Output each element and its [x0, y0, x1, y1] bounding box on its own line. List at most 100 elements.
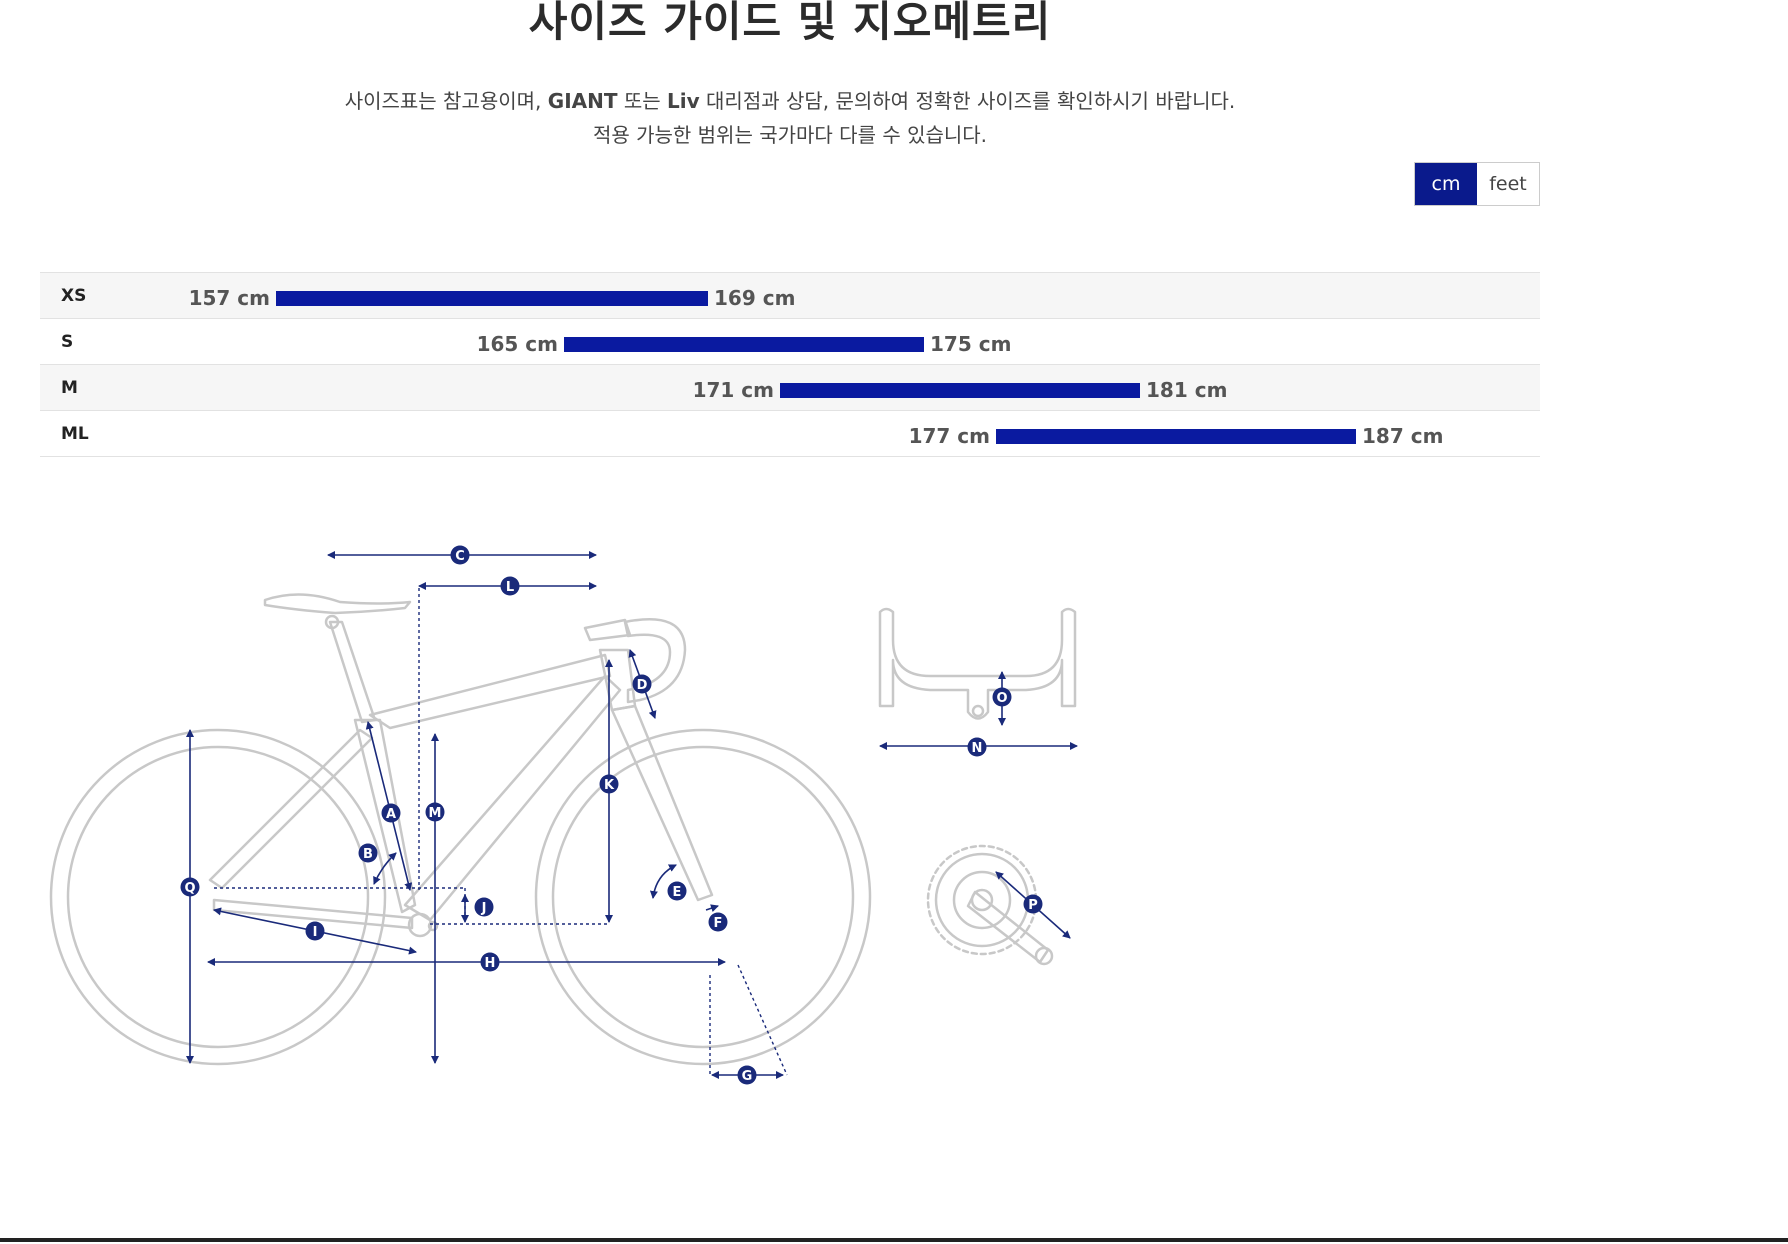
- marker-n: N: [967, 737, 987, 757]
- marker-letter: E: [673, 885, 682, 900]
- marker-circle: [737, 1065, 757, 1085]
- marker-letter: J: [481, 901, 487, 916]
- range-min-label: 157 cm: [188, 286, 270, 310]
- size-label: S: [61, 332, 74, 352]
- down-tube: [403, 674, 622, 922]
- rear-wheel-inner: [66, 745, 370, 1049]
- marker-circle: [425, 802, 445, 822]
- marker-letter: G: [742, 1069, 753, 1084]
- page-title: 사이즈 가이드 및 지오메트리: [528, 0, 1052, 46]
- marker-k: K: [599, 774, 619, 794]
- size-row-s: S 165 cm 175 cm: [40, 318, 1540, 364]
- seat-stay: [208, 728, 374, 890]
- marker-letter: P: [1028, 898, 1038, 913]
- range-bar: [780, 383, 1140, 398]
- marker-circle: [599, 774, 619, 794]
- helper-lines: [214, 588, 788, 1076]
- range-bar: [564, 337, 924, 352]
- unit-cm-button[interactable]: cm: [1415, 163, 1477, 205]
- desc-text: 사이즈표는 참고용이며,: [344, 89, 548, 113]
- front-wheel: [534, 728, 872, 1066]
- marker-letter: M: [429, 806, 442, 821]
- marker-l: L: [500, 576, 520, 596]
- marker-circle: [992, 687, 1012, 707]
- brand-giant: GIANT: [547, 89, 618, 113]
- marker-letter: Q: [184, 881, 195, 896]
- range-bar: [276, 291, 708, 306]
- marker-circle: [450, 545, 470, 565]
- size-label: ML: [61, 424, 89, 444]
- unit-toggle: cm feet: [1414, 162, 1540, 206]
- description-line-1: 사이즈표는 참고용이며, GIANT 또는 Liv 대리점과 상담, 문의하여 …: [0, 84, 1580, 118]
- marker-circle: [180, 877, 200, 897]
- range-min-label: 177 cm: [908, 424, 990, 448]
- bike-outline: [49, 593, 872, 1066]
- marker-o: O: [992, 687, 1012, 707]
- marker-p: P: [1023, 894, 1043, 914]
- range-min-label: 165 cm: [476, 332, 558, 356]
- marker-letter: N: [972, 741, 983, 756]
- range-max-label: 187 cm: [1362, 424, 1444, 448]
- marker-letter: L: [506, 580, 514, 595]
- marker-circle: [667, 881, 687, 901]
- saddle: [263, 593, 412, 615]
- marker-e: E: [667, 881, 687, 901]
- range-min-label: 171 cm: [692, 378, 774, 402]
- marker-circle: [500, 576, 520, 596]
- marker-circle: [381, 803, 401, 823]
- range-bar: [996, 429, 1356, 444]
- marker-b: B: [358, 843, 378, 863]
- size-row-xs: XS 157 cm 169 cm: [40, 272, 1540, 318]
- marker-circle: [305, 921, 325, 941]
- size-range-table: XS 157 cm 169 cm S 165 cm 175 cm M 171 cm 181 cm…: [40, 272, 1540, 457]
- marker-letter: C: [455, 549, 465, 564]
- range-max-label: 181 cm: [1146, 378, 1228, 402]
- front-wheel-inner: [551, 745, 855, 1049]
- desc-text: 또는: [617, 89, 668, 113]
- rear-wheel: [49, 728, 387, 1066]
- marker-circle: [1023, 894, 1043, 914]
- size-row-m: M 171 cm 181 cm: [40, 364, 1540, 410]
- dimension-arrows: [186, 551, 1078, 1079]
- marker-circle: [967, 737, 987, 757]
- marker-letter: O: [996, 691, 1007, 706]
- desc-text: 대리점과 상담, 문의하여 정확한 사이즈를 확인하시기 바랍니다.: [699, 89, 1236, 113]
- marker-letter: F: [714, 916, 723, 931]
- brand-liv: Liv: [667, 89, 700, 113]
- marker-letter: B: [363, 847, 373, 862]
- seatpost: [328, 620, 377, 724]
- marker-g: G: [737, 1065, 757, 1085]
- marker-circle: [358, 843, 378, 863]
- description-line-2: 적용 가능한 범위는 국가마다 다를 수 있습니다.: [592, 123, 988, 147]
- marker-q: Q: [180, 877, 200, 897]
- top-tube: [368, 653, 612, 730]
- marker-circle: [708, 912, 728, 932]
- range-max-label: 169 cm: [714, 286, 796, 310]
- marker-j: J: [474, 897, 494, 917]
- marker-letter: D: [637, 678, 648, 693]
- marker-a: A: [381, 803, 401, 823]
- marker-i: I: [305, 921, 325, 941]
- marker-circle: [480, 952, 500, 972]
- size-guide-description: 사이즈표는 참고용이며, GIANT 또는 Liv 대리점과 상담, 문의하여 …: [0, 84, 1580, 152]
- marker-letter: A: [386, 807, 396, 822]
- marker-m: M: [425, 802, 445, 822]
- bike-geometry-diagram: A B C D E F G H I J K L M N O P Q: [49, 545, 1078, 1085]
- marker-letter: I: [313, 925, 318, 940]
- marker-circle: [474, 897, 494, 917]
- unit-feet-button[interactable]: feet: [1477, 163, 1539, 205]
- seat-clamp: [324, 614, 340, 630]
- fork: [610, 704, 714, 902]
- marker-letter: K: [604, 778, 615, 793]
- size-label: XS: [61, 286, 87, 306]
- page-bottom-border: [0, 1238, 1788, 1242]
- handlebar-front-view: [878, 607, 1077, 720]
- marker-f: F: [708, 912, 728, 932]
- size-label: M: [61, 378, 78, 398]
- marker-circle: [632, 674, 652, 694]
- marker-h: H: [480, 952, 500, 972]
- size-row-ml: ML 177 cm 187 cm: [40, 410, 1540, 457]
- marker-letter: H: [485, 956, 496, 971]
- range-max-label: 175 cm: [930, 332, 1012, 356]
- marker-c: C: [450, 545, 470, 565]
